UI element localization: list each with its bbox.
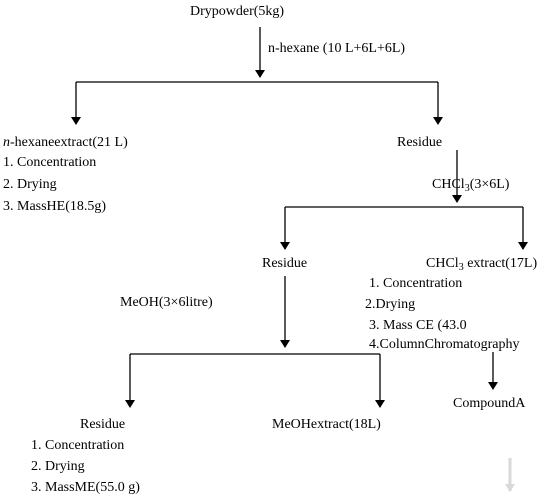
chloroform-step-2: 2.Drying	[365, 297, 416, 312]
chcl-extract-text: CHCl	[426, 256, 459, 271]
node-chloroform-extract: CHCl3 extract(17L)	[426, 256, 538, 273]
hexane-step-2: 2. Drying	[3, 177, 57, 192]
chcl-text: CHCl	[432, 177, 465, 192]
chcl-extract-volume: extract(17L)	[463, 256, 538, 271]
chloroform-step-4: 4.ColumnChromatography	[369, 337, 520, 352]
node-compound-a: CompoundA	[453, 396, 526, 411]
hexane-prefix: n	[3, 135, 10, 150]
chloroform-step-3: 3. Mass CE (43.0	[369, 318, 467, 333]
node-residue-2: Residue	[262, 256, 308, 271]
chcl-subscript: 3	[464, 183, 470, 194]
residue3-step-1: 1. Concentration	[31, 438, 125, 453]
hexane-step-3: 3. MassHE(18.5g)	[3, 199, 107, 214]
node-residue-1: Residue	[397, 135, 443, 150]
node-residue-3: Residue	[80, 417, 126, 432]
node-drypowder: Drypowder(5kg)	[190, 4, 285, 19]
chloroform-step-1: 1. Concentration	[369, 276, 463, 291]
label-methanol-solvent: MeOH(3×6litre)	[120, 295, 213, 310]
chcl-extract-subscript: 3	[458, 262, 464, 273]
label-chloroform-solvent: CHCl3(3×6L)	[432, 177, 510, 194]
residue3-step-3: 3. MassME(55.0 g)	[31, 480, 140, 495]
chcl-volume: (3×6L)	[469, 177, 510, 192]
hexane-extract-label: -hexaneextract(21 L)	[10, 135, 128, 150]
hexane-step-1: 1. Concentration	[3, 155, 97, 170]
node-hexane-extract: n-hexaneextract(21 L)	[3, 135, 128, 151]
node-methanol-extract: MeOHextract(18L)	[272, 417, 381, 432]
label-hexane-solvent: n-hexane (10 L+6L+6L)	[268, 41, 406, 56]
residue3-step-2: 2. Drying	[31, 459, 85, 474]
